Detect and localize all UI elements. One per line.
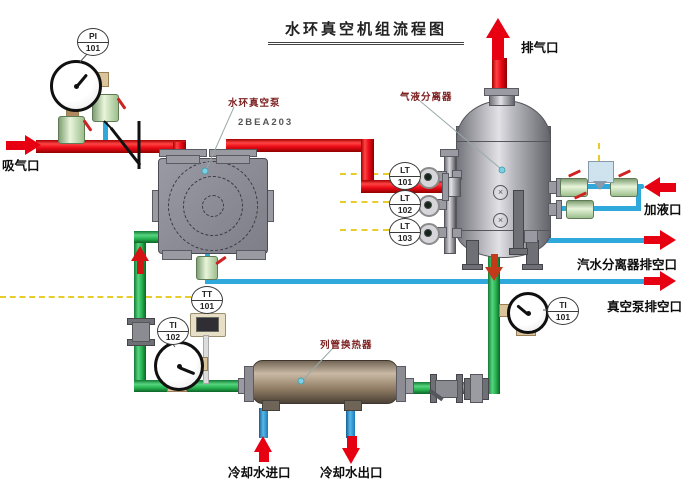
exhaust-arrow-icon	[486, 18, 510, 38]
fill-valve-3	[566, 200, 594, 219]
standpipe-stub	[452, 228, 462, 238]
vessel-bracket	[513, 190, 524, 252]
pump-drain-valve	[196, 256, 218, 280]
cooling-out-arrow-icon	[347, 436, 357, 448]
signal-line-lt103	[340, 229, 389, 231]
pump-casing-circle	[183, 176, 243, 236]
pump-vent-arrow-icon	[660, 271, 676, 291]
signal-line-funnel	[598, 143, 600, 161]
pump-outlet-neck	[216, 155, 250, 164]
flow-down-arrow-icon	[491, 254, 498, 269]
exhaust-pipe	[492, 58, 507, 92]
suction-port-label: 吸气口	[2, 159, 40, 173]
pump-seal-inlet	[134, 231, 164, 243]
signal-line-lt102	[340, 201, 389, 203]
separator-drain-pipe	[488, 248, 500, 394]
exchanger-leg	[262, 400, 280, 411]
signal-line-tt101	[0, 296, 191, 298]
cooling-in-arrow-icon	[259, 450, 269, 462]
fill-valve-2	[610, 178, 638, 197]
globe-valve-body	[470, 374, 483, 403]
discharge-pipe	[226, 139, 374, 152]
sight-glass	[418, 167, 440, 189]
fill-port-label: 加液口	[644, 203, 682, 217]
pump-label: 水环真空泵	[228, 98, 281, 109]
flow-up-arrow-icon	[137, 259, 144, 274]
riser-valve-body	[132, 322, 150, 342]
fill-arrow-icon	[644, 177, 660, 197]
sample-stem-2	[103, 120, 108, 152]
valve-handle-icon	[567, 169, 582, 178]
transmitter-display	[196, 317, 219, 332]
pressure-gauge-pi101	[50, 60, 102, 112]
cooling-out-label: 冷却水出口	[320, 466, 383, 480]
fill-funnel-box	[588, 161, 614, 183]
flow-up-arrow-icon	[131, 246, 149, 261]
heat-exchanger	[250, 360, 400, 404]
exhaust-port-label: 排气口	[521, 41, 559, 55]
exchanger-flange	[244, 366, 254, 402]
separator-vent-label: 汽水分离器排空口	[577, 258, 678, 272]
separator-vent-line	[530, 238, 646, 243]
pump-foot	[162, 250, 192, 260]
vessel-handhole-icon: ×	[493, 185, 508, 200]
vessel-inlet-flange	[442, 173, 449, 201]
cooling-in-arrow-icon	[254, 436, 272, 452]
separator-vessel-dome	[456, 100, 551, 142]
discharge-drop	[361, 139, 374, 193]
cooling-inlet-stub	[259, 408, 268, 438]
vessel-vent-nozzle	[524, 230, 538, 243]
temperature-gauge-ti102	[154, 341, 204, 391]
pump-vent-arrow-icon	[644, 277, 662, 285]
fill-line-elbow	[636, 186, 641, 211]
standpipe-cap	[440, 149, 459, 157]
suction-arrow-icon	[6, 141, 25, 150]
pump-vent-label: 真空泵排空口	[607, 300, 683, 314]
fill-arrow-icon	[660, 183, 676, 192]
separator-label: 气液分离器	[400, 92, 453, 103]
cooling-outlet-stub	[346, 408, 355, 438]
pump-foot	[236, 250, 266, 260]
pump-vent-line	[205, 279, 646, 284]
pump-inlet-neck	[166, 155, 200, 164]
fill-line-lower	[552, 206, 641, 211]
valve-handle-icon	[617, 169, 632, 178]
drain-valve-body	[435, 380, 458, 398]
flow-down-arrow-icon	[485, 267, 503, 281]
pump-shaft-circle	[202, 195, 224, 217]
separator-vent-arrow-icon	[644, 236, 662, 244]
sight-glass	[418, 195, 440, 217]
vessel-foot	[522, 264, 543, 270]
exchanger-leg	[344, 400, 362, 411]
fill-funnel-icon	[593, 181, 607, 190]
vessel-right-flange	[556, 200, 562, 219]
vessel-top-flange	[484, 88, 519, 96]
vessel-foot	[462, 264, 483, 270]
sight-glass	[418, 223, 440, 245]
cooling-out-arrow-icon	[342, 448, 360, 464]
exhaust-arrow-icon	[492, 36, 504, 60]
vessel-handhole-icon: ×	[493, 213, 508, 228]
separator-vent-arrow-icon	[660, 230, 676, 250]
temperature-gauge-ti101	[507, 292, 549, 334]
heat-exchanger-label: 列管换热器	[320, 340, 373, 351]
suction-arrow-icon	[25, 135, 41, 155]
page-title: 水环真空机组流程图	[268, 18, 464, 45]
exchanger-flange	[396, 366, 406, 402]
pump-model-label: 2BEA203	[238, 117, 294, 128]
sampling-valve-1	[58, 116, 85, 144]
vessel-bracket-foot	[509, 248, 528, 255]
cooling-in-label: 冷却水进口	[228, 466, 291, 480]
